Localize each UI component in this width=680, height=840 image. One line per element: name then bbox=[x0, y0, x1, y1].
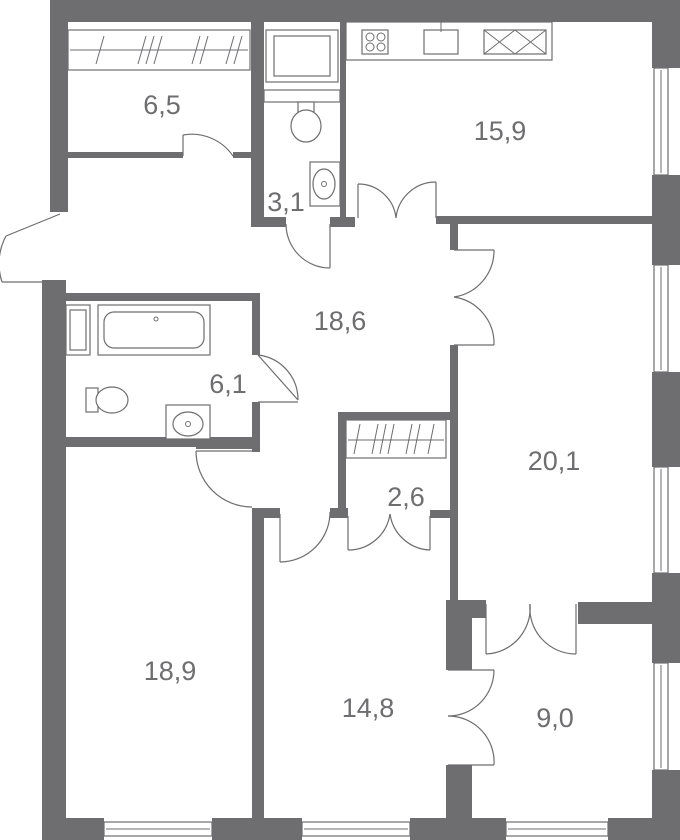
bath-shelf bbox=[65, 304, 91, 356]
storage-door bbox=[182, 133, 234, 157]
window-bottom-1 bbox=[103, 821, 213, 837]
area-wc: 3,1 bbox=[267, 187, 305, 217]
bathroom-door bbox=[257, 354, 299, 403]
window-bottom-2 bbox=[301, 821, 411, 837]
bedroom-left-door bbox=[195, 450, 253, 508]
wc-shelf bbox=[263, 89, 341, 103]
living-double-door bbox=[453, 249, 495, 346]
area-bedroom-middle: 14,8 bbox=[342, 693, 395, 723]
exterior-walls bbox=[42, 0, 680, 840]
area-kitchen: 15,9 bbox=[474, 116, 527, 146]
bedroom-right-door-a bbox=[447, 669, 495, 766]
bathroom-toilet bbox=[85, 386, 129, 414]
wardrobe-top bbox=[67, 29, 251, 71]
fixtures bbox=[65, 21, 553, 459]
interior-walls bbox=[56, 22, 656, 818]
wc-toilet bbox=[290, 101, 322, 143]
bathroom-sink bbox=[165, 404, 211, 440]
window-bottom-3 bbox=[505, 821, 609, 837]
bathtub bbox=[97, 304, 211, 356]
area-closet: 2,6 bbox=[387, 482, 425, 512]
area-bedroom-right: 9,0 bbox=[536, 703, 574, 733]
kitchen-counter bbox=[345, 21, 553, 61]
windows bbox=[103, 67, 669, 837]
area-bathroom: 6,1 bbox=[209, 369, 247, 399]
room-labels: 6,5 15,9 3,1 18,6 6,1 2,6 20,1 18,9 14,8… bbox=[143, 90, 580, 733]
wc-cabinet bbox=[265, 29, 339, 83]
wc-sink bbox=[309, 161, 341, 207]
entrance-door bbox=[0, 213, 61, 283]
closet-wardrobe bbox=[345, 419, 447, 459]
bedroom-middle-door bbox=[279, 511, 331, 563]
wc-door bbox=[285, 223, 331, 269]
doors bbox=[0, 133, 577, 766]
window-right-4 bbox=[653, 662, 669, 771]
bedroom-right-door-b bbox=[485, 603, 577, 655]
area-living-room: 20,1 bbox=[528, 446, 581, 476]
kitchen-double-door bbox=[357, 181, 437, 219]
window-right-3 bbox=[653, 466, 669, 574]
window-right-2 bbox=[653, 264, 669, 373]
area-bedroom-left: 18,9 bbox=[144, 656, 197, 686]
window-right-1 bbox=[653, 67, 669, 176]
closet-double-door bbox=[347, 513, 431, 551]
area-storage-top: 6,5 bbox=[143, 90, 181, 120]
area-hall: 18,6 bbox=[314, 306, 367, 336]
